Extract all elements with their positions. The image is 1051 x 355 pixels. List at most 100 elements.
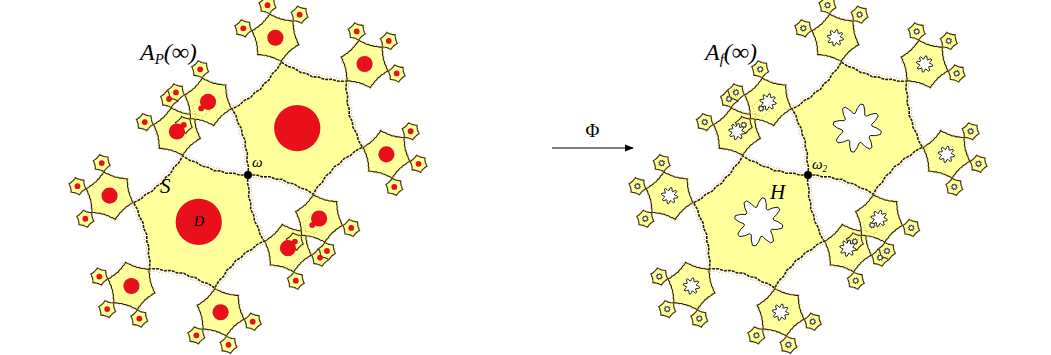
region-label: H bbox=[770, 182, 785, 203]
julia-boundary bbox=[970, 155, 988, 173]
fatou-component bbox=[259, 0, 276, 14]
red-disk bbox=[250, 319, 256, 325]
fatou-component bbox=[901, 40, 948, 88]
julia-boundary bbox=[410, 155, 428, 173]
fatou-component bbox=[77, 210, 94, 227]
julia-boundary bbox=[871, 249, 889, 267]
julia-boundary bbox=[658, 300, 676, 318]
julia-boundary bbox=[948, 64, 966, 82]
hole bbox=[735, 198, 783, 246]
red-disk bbox=[166, 96, 172, 102]
julia-boundary bbox=[311, 249, 329, 267]
fatou-component bbox=[745, 78, 792, 126]
red-disk bbox=[197, 66, 203, 72]
fatou-component bbox=[363, 131, 410, 179]
fatou-component bbox=[903, 219, 920, 236]
fatou-component bbox=[646, 172, 693, 220]
fatou-component bbox=[99, 301, 116, 318]
julia-boundary bbox=[318, 242, 336, 260]
red-disk bbox=[200, 94, 216, 110]
fatou-component bbox=[402, 123, 419, 140]
red-disk bbox=[274, 105, 320, 151]
hole bbox=[938, 146, 954, 162]
fatou-component bbox=[651, 268, 668, 285]
red-disk bbox=[173, 89, 179, 95]
julia-boundary bbox=[690, 152, 827, 291]
red-disk bbox=[292, 239, 298, 245]
red-disk bbox=[267, 30, 283, 46]
hole bbox=[968, 128, 974, 134]
red-disk bbox=[82, 216, 88, 222]
fatou-component bbox=[757, 288, 804, 336]
hole bbox=[683, 278, 699, 294]
hole bbox=[916, 56, 932, 72]
hole bbox=[877, 255, 883, 261]
red-disk bbox=[176, 199, 222, 245]
red-disk bbox=[101, 188, 117, 204]
hole bbox=[659, 160, 665, 166]
point-label: ω bbox=[252, 155, 263, 170]
red-disk bbox=[240, 25, 246, 31]
julia-boundary bbox=[244, 313, 262, 331]
red-disk bbox=[193, 332, 199, 338]
basin-with-holes bbox=[629, 0, 988, 354]
fatou-component bbox=[252, 14, 299, 62]
hole bbox=[741, 122, 747, 128]
red-disk bbox=[123, 278, 139, 294]
julia-picture-region: Af(∞) bbox=[635, 0, 1051, 355]
fatou-component bbox=[970, 155, 987, 172]
hole bbox=[884, 248, 890, 254]
fatou-component bbox=[86, 172, 133, 220]
fatou-component bbox=[668, 262, 715, 310]
fatou-component bbox=[232, 62, 362, 194]
julia-boundary bbox=[98, 300, 116, 318]
fatou-component bbox=[287, 272, 304, 289]
julia-boundary bbox=[342, 219, 360, 237]
hole bbox=[733, 89, 739, 95]
hole bbox=[825, 2, 831, 8]
hole bbox=[914, 29, 920, 35]
julia-boundary bbox=[789, 59, 926, 198]
red-disk bbox=[297, 12, 303, 18]
hole bbox=[702, 119, 708, 125]
julia-boundary bbox=[629, 177, 647, 195]
fatou-component bbox=[694, 156, 824, 288]
red-disk bbox=[136, 316, 142, 322]
red-disk bbox=[96, 274, 102, 280]
fatou-component bbox=[93, 155, 110, 172]
julia-boundary bbox=[160, 90, 178, 108]
red-disk bbox=[324, 248, 330, 254]
fatou-component bbox=[388, 65, 405, 82]
julia-boundary bbox=[653, 154, 671, 172]
julia-boundary bbox=[650, 268, 668, 286]
julia-boundary bbox=[93, 154, 111, 172]
fatou-component bbox=[348, 23, 365, 40]
fatou-component bbox=[948, 65, 965, 82]
fatou-component bbox=[136, 114, 153, 131]
fatou-component bbox=[134, 156, 264, 288]
hole bbox=[810, 319, 816, 325]
julia-boundary bbox=[130, 310, 148, 328]
omega-point bbox=[804, 171, 812, 179]
red-disk bbox=[317, 255, 323, 261]
fatou-component bbox=[819, 0, 836, 14]
map-arrow bbox=[552, 147, 633, 148]
red-disk bbox=[354, 29, 360, 35]
julia-boundary bbox=[908, 22, 926, 40]
julia-boundary bbox=[794, 19, 812, 37]
disk-label: D bbox=[194, 215, 204, 229]
hole bbox=[772, 304, 788, 320]
omega-point bbox=[244, 171, 252, 179]
fatou-component bbox=[341, 40, 388, 88]
red-disk bbox=[311, 210, 327, 226]
hole bbox=[757, 66, 763, 72]
julia-boundary bbox=[69, 177, 87, 195]
julia-boundary bbox=[220, 336, 238, 354]
fatou-component bbox=[851, 6, 868, 23]
fatou-component bbox=[856, 195, 903, 243]
fatou-component bbox=[296, 195, 343, 243]
hole bbox=[760, 94, 776, 110]
fatou-component bbox=[804, 313, 821, 330]
fatou-component bbox=[131, 310, 148, 327]
fatou-component bbox=[792, 62, 922, 194]
